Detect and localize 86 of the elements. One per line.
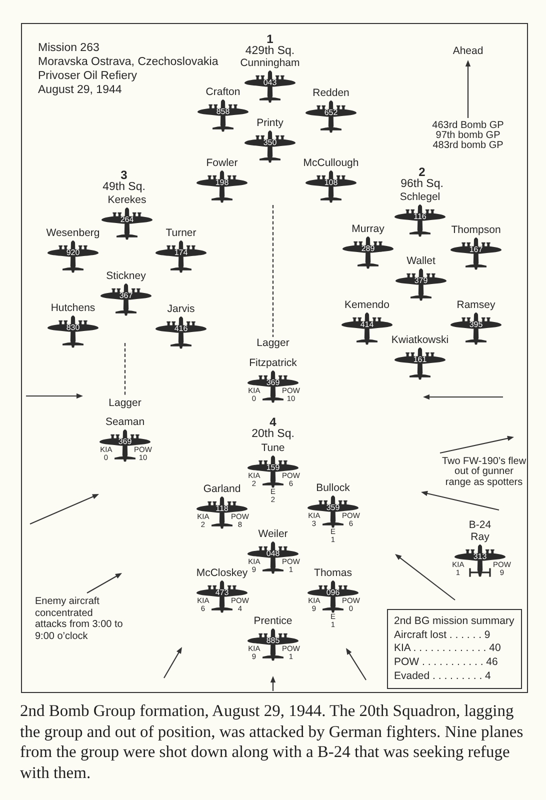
tail-number: 108 [324, 179, 338, 187]
tail-number: 096 [326, 589, 340, 597]
pilot-name: Hutchens [50, 302, 96, 314]
tail-number: 885 [266, 637, 280, 645]
summary-row-text: KIA . . . . . . . . . . . . . 40 [394, 642, 502, 656]
tail-number: 198 [215, 179, 229, 187]
tail-number: 858 [216, 108, 230, 116]
pilot-name: Kerekes [108, 194, 146, 206]
summary-heading: 2nd BG mission summary [394, 615, 514, 629]
tail-number: 395 [469, 321, 483, 329]
pilot-name: Bullock [316, 482, 350, 494]
tail-number: 379 [414, 277, 428, 285]
note: Two FW-190’s flew out of gunner range as spotters [441, 457, 527, 488]
tail-number: 473 [215, 589, 229, 597]
group-name: 483rd bomb GP [432, 141, 504, 151]
pilot-name: Jarvis [167, 303, 195, 315]
direction-label: Ahead [452, 45, 484, 57]
squadron-number: 3 [120, 170, 128, 180]
pilot-name: Wallet [406, 255, 436, 267]
dashed-line [124, 343, 126, 397]
summary-row-text: Evaded . . . . . . . . . 4 [394, 670, 492, 684]
caption: 2nd Bomb Group formation, August 29, 1944. The 20th Squadron, lagging the group and out of position, was attacked by German fighters. Nine planes from the group were shot down along with a B-24 that was seeking refuge with them. [20, 701, 524, 783]
pilot-name: McCloskey [196, 567, 248, 579]
pilot-name: Kwiatkowski [391, 334, 449, 346]
pilot-name: Fitzpatrick [249, 357, 297, 369]
pilot-name: Thompson [451, 224, 501, 236]
pilot-name: Seaman [105, 416, 145, 428]
pilot-name: Cunningham [240, 57, 300, 69]
pilot-name: Fowler [206, 157, 238, 169]
group-name: 463rd Bomb GP [432, 121, 504, 131]
summary-panel [387, 609, 522, 689]
mission-info: Privoser Oil Refiery [38, 69, 138, 83]
squadron-number: 4 [270, 416, 276, 428]
tail-number: 350 [263, 139, 277, 147]
pilot-name: Ray [470, 531, 490, 543]
pilot-name: Garland [203, 483, 241, 495]
tail-number: 830 [66, 324, 80, 332]
mission-info: August 29, 1944 [38, 83, 122, 97]
pilot-name: Thomas [314, 567, 352, 579]
aircraft-type: B-24 [468, 519, 492, 531]
pilot-name: Turner [166, 227, 196, 239]
tail-number: 159 [266, 464, 280, 472]
summary-row-text: POW . . . . . . . . . . . 46 [394, 656, 499, 670]
tail-number: 416 [174, 325, 188, 333]
dashed-line [272, 205, 274, 337]
tail-number: 359 [326, 504, 340, 512]
tail-number: 048 [266, 550, 280, 558]
pilot-name: McCullough [303, 157, 359, 169]
tail-number: 369 [266, 379, 280, 387]
squadron-number: 1 [266, 34, 274, 44]
tail-number: 920 [66, 249, 80, 257]
pilot-name: Wesenberg [46, 227, 100, 239]
tail-number: 116 [414, 213, 426, 221]
pilot-name: Schlegel [400, 191, 440, 203]
tail-number: 369 [118, 438, 132, 446]
tail-number: 174 [174, 249, 188, 257]
group-name: 97th bomb GP [436, 131, 500, 141]
tail-number: 043 [263, 79, 277, 87]
pilot-name: Crafton [206, 86, 240, 98]
lagger-note: Lagger [256, 337, 290, 349]
squadron-name: 20th Sq. [252, 428, 294, 440]
tail-number: 289 [361, 245, 375, 253]
pilot-name: Ramsey [456, 299, 496, 311]
tail-number: 652 [324, 109, 338, 117]
pilot-name: Murray [352, 223, 384, 235]
note: Enemy aircraft concentrated attacks from 3:00 to 9:00 o’clock [35, 596, 124, 642]
pilot-name: Stickney [106, 270, 146, 282]
pilot-name: Kemendo [344, 299, 390, 311]
tail-number: 367 [119, 292, 133, 300]
tail-number: 414 [360, 321, 374, 329]
pilot-name: Printy [256, 117, 284, 129]
mission-info: Mission 263 [38, 41, 100, 55]
summary-row-text: Aircraft lost . . . . . . 9 [394, 628, 492, 642]
pilot-name: Prentice [254, 615, 292, 627]
mission-info: Moravska Ostrava, Czechoslovakia [38, 55, 218, 69]
pilot-name: Tune [261, 442, 285, 454]
pilot-name: Weiler [258, 528, 288, 540]
tail-number: 313 [473, 553, 487, 561]
squadron-number: 2 [418, 166, 426, 178]
pilot-name: Redden [312, 87, 350, 99]
tail-number: 167 [469, 246, 483, 254]
squadron-name: 429th Sq. [245, 45, 295, 57]
tail-number: 264 [120, 216, 134, 224]
tail-number: 161 [413, 356, 427, 364]
tail-number: 118 [216, 505, 228, 513]
lagger-note: Lagger [108, 397, 142, 409]
